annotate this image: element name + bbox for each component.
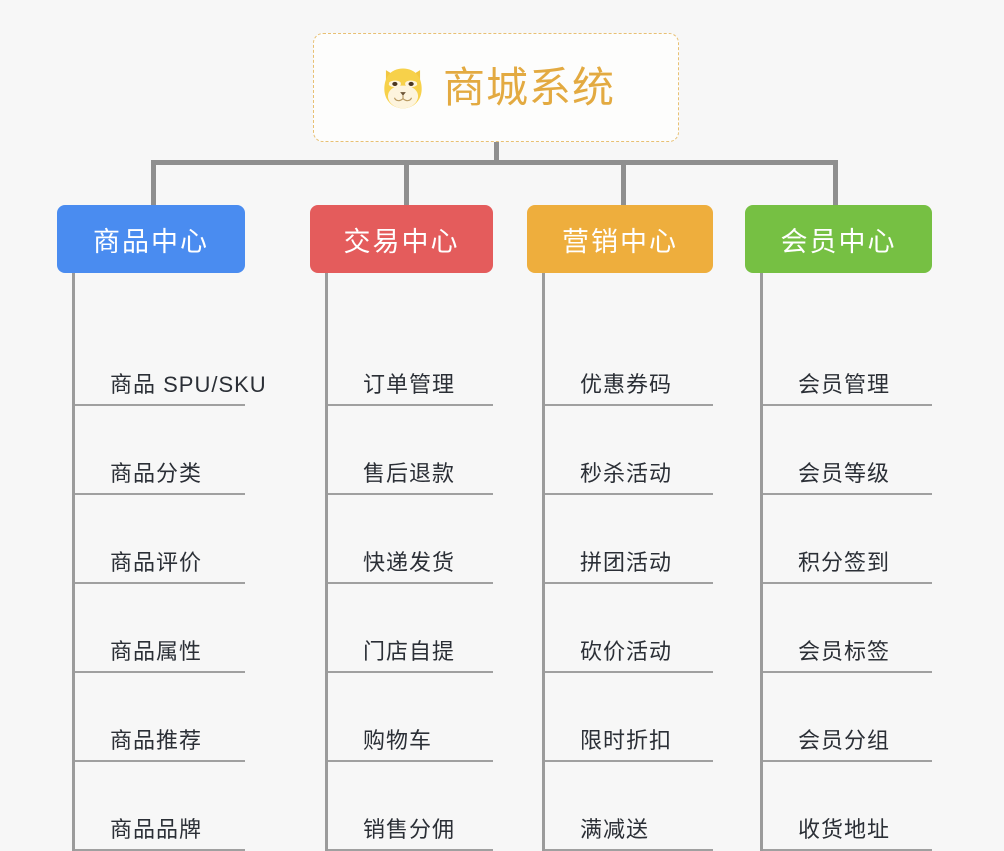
leaf-label: 拼团活动 [580,549,673,575]
connector-drop-category-1 [404,160,409,205]
list-item[interactable]: 收货地址 [763,762,932,851]
leaf-label: 满减送 [580,816,650,842]
list-item[interactable]: 拼团活动 [545,495,713,584]
list-item[interactable]: 售后退款 [328,406,493,495]
category-header-product[interactable]: 商品中心 [57,205,245,273]
leaf-list-product: 商品 SPU/SKU 商品分类 商品评价 商品属性 商品推荐 商品品牌 [72,273,266,851]
list-item[interactable]: 购物车 [328,673,493,762]
leaf-list-trade: 订单管理 售后退款 快递发货 门店自提 购物车 销售分佣 [325,273,493,851]
connector-drop-category-0 [151,160,156,205]
category-column-marketing: 营销中心 优惠券码 秒杀活动 拼团活动 砍价活动 限时折扣 满减送 [527,205,713,851]
list-item[interactable]: 快递发货 [328,495,493,584]
list-item[interactable]: 满减送 [545,762,713,851]
list-item[interactable]: 积分签到 [763,495,932,584]
leaf-label: 购物车 [363,727,433,753]
list-item[interactable]: 商品 SPU/SKU [75,273,266,406]
connector-drop-category-2 [621,160,626,205]
category-header-trade[interactable]: 交易中心 [310,205,493,273]
leaf-label: 商品分类 [110,460,203,486]
connector-drop-category-3 [833,160,838,205]
category-column-member: 会员中心 会员管理 会员等级 积分签到 会员标签 会员分组 收货地址 [745,205,932,851]
leaf-list-member: 会员管理 会员等级 积分签到 会员标签 会员分组 收货地址 [760,273,932,851]
list-item[interactable]: 商品属性 [75,584,245,673]
list-item[interactable]: 会员标签 [763,584,932,673]
list-item[interactable]: 会员等级 [763,406,932,495]
leaf-label: 会员标签 [798,638,891,664]
leaf-list-marketing: 优惠券码 秒杀活动 拼团活动 砍价活动 限时折扣 满减送 [542,273,713,851]
category-header-marketing[interactable]: 营销中心 [527,205,713,273]
leaf-label: 优惠券码 [580,371,673,397]
leaf-label: 会员等级 [798,460,891,486]
leaf-label: 快递发货 [363,549,456,575]
leaf-label: 积分签到 [798,549,891,575]
list-item[interactable]: 订单管理 [328,273,493,406]
connector-root-stem [494,142,499,164]
list-item[interactable]: 会员分组 [763,673,932,762]
category-column-trade: 交易中心 订单管理 售后退款 快递发货 门店自提 购物车 销售分佣 [310,205,493,851]
leaf-label: 商品评价 [110,549,203,575]
leaf-label: 订单管理 [363,371,456,397]
category-column-product: 商品中心 商品 SPU/SKU 商品分类 商品评价 商品属性 商品推荐 商品品牌 [57,205,266,851]
root-node-shopping-mall-system[interactable]: 商城系统 [313,33,679,142]
connector-horizontal-bus [151,160,837,165]
leaf-label: 门店自提 [363,638,456,664]
leaf-label: 商品品牌 [110,816,203,842]
category-label: 营销中心 [562,226,678,257]
list-item[interactable]: 商品分类 [75,406,245,495]
leaf-label: 会员管理 [798,371,891,397]
leaf-label: 砍价活动 [580,638,673,664]
list-item[interactable]: 销售分佣 [328,762,493,851]
leaf-label: 限时折扣 [580,727,673,753]
shiba-dog-face-icon [377,62,429,114]
category-label: 商品中心 [93,226,209,257]
leaf-label: 商品属性 [110,638,203,664]
leaf-label: 商品推荐 [110,727,203,753]
leaf-label: 售后退款 [363,460,456,486]
category-label: 交易中心 [343,226,460,257]
list-item[interactable]: 优惠券码 [545,273,713,406]
list-item[interactable]: 砍价活动 [545,584,713,673]
list-item[interactable]: 限时折扣 [545,673,713,762]
list-item[interactable]: 商品推荐 [75,673,245,762]
list-item[interactable]: 商品评价 [75,495,245,584]
category-label: 会员中心 [780,226,897,257]
leaf-label: 秒杀活动 [580,460,673,486]
list-item[interactable]: 秒杀活动 [545,406,713,495]
list-item[interactable]: 会员管理 [763,273,932,406]
category-header-member[interactable]: 会员中心 [745,205,932,273]
leaf-label: 会员分组 [798,727,891,753]
root-title: 商城系统 [442,63,615,111]
leaf-label: 销售分佣 [363,816,456,842]
leaf-label: 商品 SPU/SKU [110,371,267,397]
list-item[interactable]: 商品品牌 [75,762,245,851]
list-item[interactable]: 门店自提 [328,584,493,673]
leaf-label: 收货地址 [798,816,891,842]
